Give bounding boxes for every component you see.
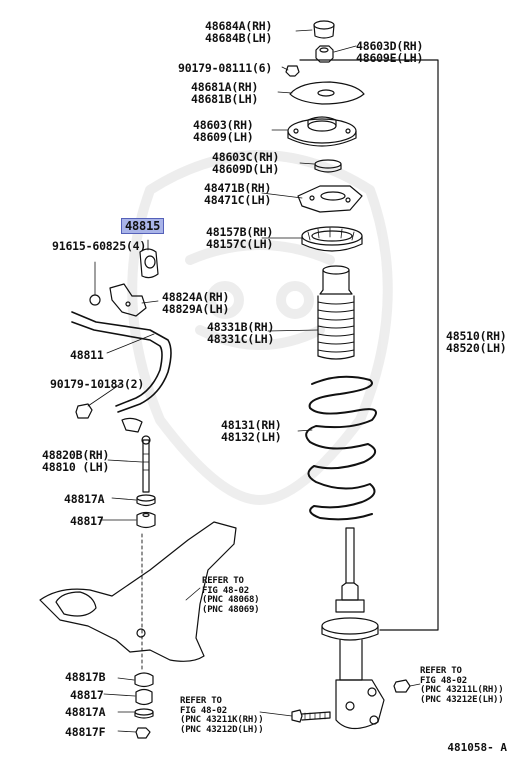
label-48817a-upper[interactable]: 48817A — [64, 492, 105, 506]
label-48811[interactable]: 48811 — [70, 348, 104, 362]
label-48817-lower[interactable]: 48817 — [70, 688, 104, 702]
label-48820b[interactable]: 48820B(RH)48810 (LH) — [42, 448, 110, 474]
part-90179-10183-nut[interactable] — [75, 403, 93, 419]
label-48131[interactable]: 48131(RH)48132(LH) — [221, 418, 282, 444]
part-48811-stabilizer-bar[interactable] — [71, 311, 172, 413]
lower-control-arm[interactable] — [39, 521, 237, 662]
label-48815-highlighted[interactable]: 48815 — [121, 218, 165, 234]
label-48817f[interactable]: 48817F — [65, 725, 106, 739]
part-91615-bolt[interactable] — [89, 261, 101, 306]
part-48817a-retainer-upper[interactable] — [136, 494, 156, 507]
label-48603c[interactable]: 48603C(RH)48609D(LH) — [212, 150, 280, 176]
part-48603-support[interactable] — [287, 116, 357, 147]
part-43211k-bolt[interactable] — [291, 709, 331, 723]
part-48510-strut[interactable] — [321, 527, 385, 730]
label-48603d[interactable]: 48603D(RH)48609E(LH) — [356, 39, 424, 65]
part-48471b-seat[interactable] — [297, 185, 363, 213]
part-48817b-cushion[interactable] — [134, 672, 154, 688]
label-48817b[interactable]: 48817B — [65, 670, 106, 684]
part-48817a-retainer-lower[interactable] — [134, 708, 154, 719]
label-90179-08111[interactable]: 90179-08111(6) — [178, 61, 273, 75]
part-48681a-plate[interactable] — [289, 81, 365, 105]
part-48603d-nut[interactable] — [315, 45, 334, 63]
part-48820b-link[interactable] — [121, 417, 151, 493]
part-90179-08111-nut[interactable] — [285, 65, 300, 77]
label-90179-10183[interactable]: 90179-10183(2) — [50, 377, 145, 391]
part-48684a-cap[interactable] — [313, 20, 335, 39]
bracket-48510 — [299, 59, 439, 631]
part-48817-cushion-lower[interactable] — [135, 688, 153, 706]
part-48817f-nut[interactable] — [135, 727, 151, 739]
label-48331b[interactable]: 48331B(RH)48331C(LH) — [207, 320, 275, 346]
label-48681a[interactable]: 48681A(RH)48681B(LH) — [191, 80, 259, 106]
part-48824a-bracket[interactable] — [109, 283, 147, 317]
label-48817a-lower[interactable]: 48817A — [65, 705, 106, 719]
label-48157b[interactable]: 48157B(RH)48157C(LH) — [206, 225, 274, 251]
part-48157b-insulator[interactable] — [301, 226, 363, 252]
label-48817-upper[interactable]: 48817 — [70, 514, 104, 528]
watermark-emblem — [127, 150, 393, 505]
label-48471b[interactable]: 48471B(RH)48471C(LH) — [204, 181, 272, 207]
part-48331b-boot[interactable] — [317, 265, 355, 360]
label-48603[interactable]: 48603(RH)48609(LH) — [193, 118, 254, 144]
label-91615-60825[interactable]: 91615-60825(4) — [52, 239, 147, 253]
label-48684a[interactable]: 48684A(RH)48684B(LH) — [205, 19, 273, 45]
part-48603c-bearing[interactable] — [314, 159, 342, 173]
part-43211l-nut[interactable] — [393, 679, 411, 693]
label-48824a[interactable]: 48824A(RH)48829A(LH) — [162, 290, 230, 316]
diagram-id: 481058- A — [447, 741, 507, 754]
part-48131-coil-spring[interactable] — [305, 375, 377, 521]
part-48815-bushing[interactable] — [139, 248, 159, 279]
part-48817-cushion-upper[interactable] — [136, 511, 156, 529]
leader-lines — [87, 29, 421, 733]
label-48510[interactable]: 48510(RH)48520(LH) — [446, 329, 507, 355]
